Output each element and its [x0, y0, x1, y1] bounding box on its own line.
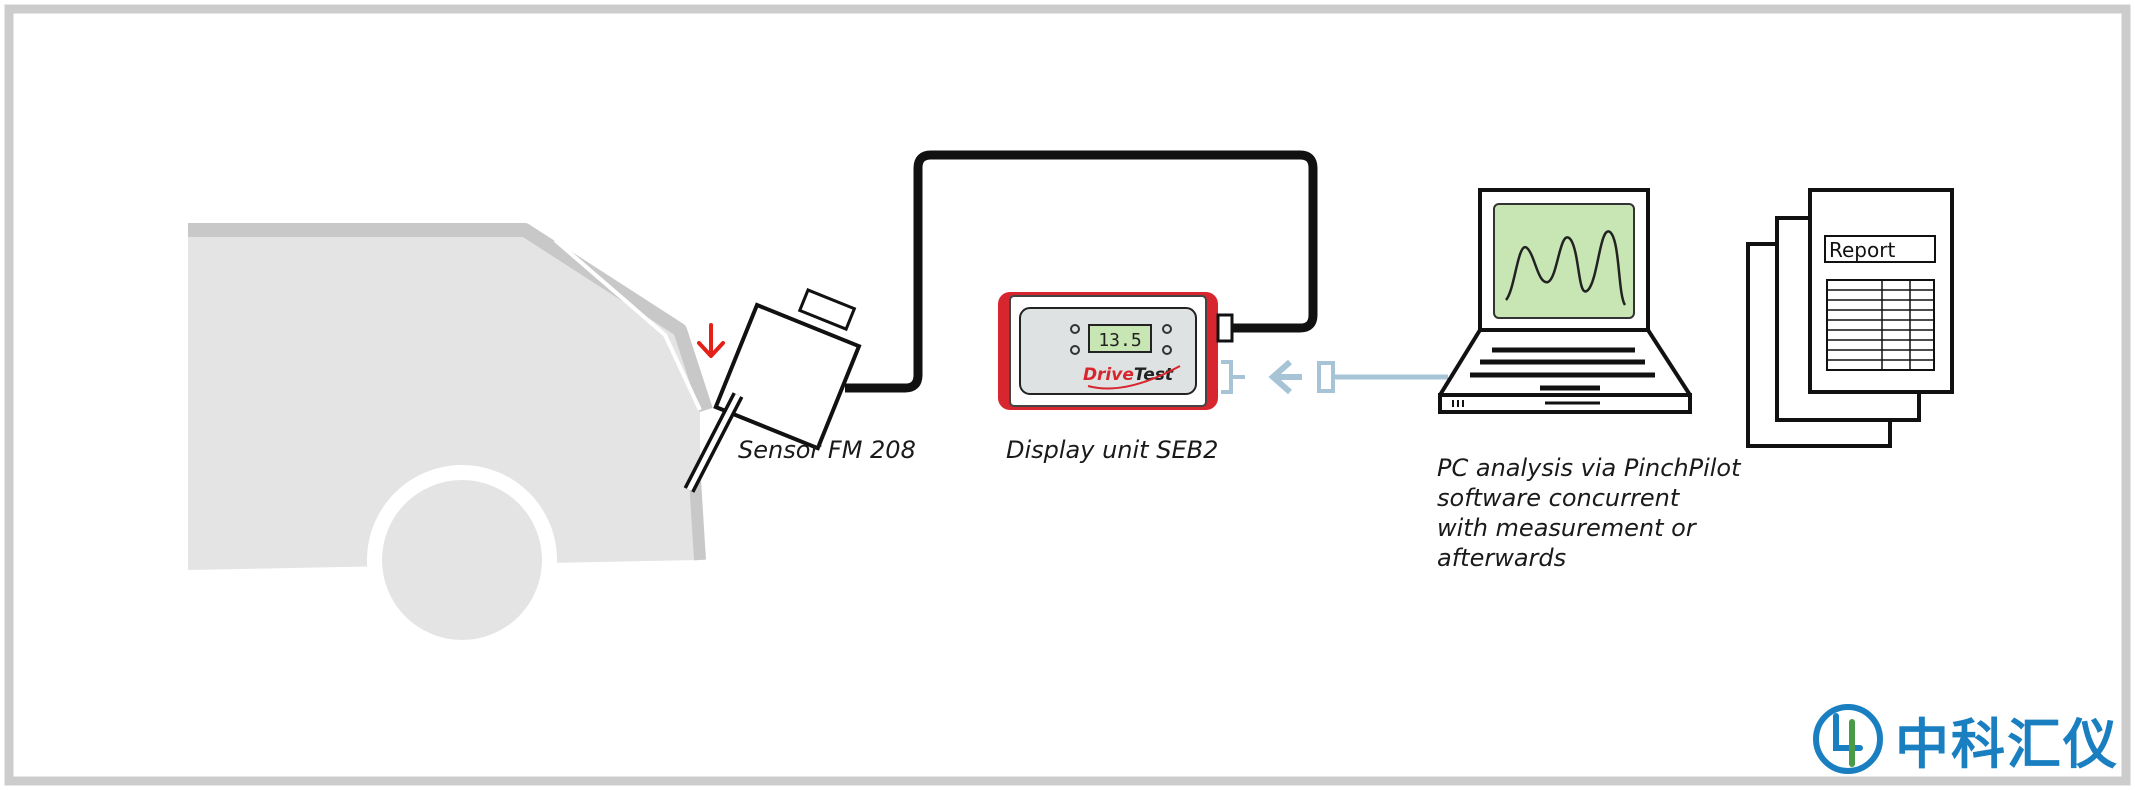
pc-analysis-line: PC analysis via PinchPilot [1437, 454, 1741, 482]
data-link [1221, 359, 1448, 395]
pc-analysis-line: afterwards [1437, 544, 1567, 572]
watermark-text: 中科汇仪 [1895, 713, 2119, 776]
sensor-fm208-icon [683, 288, 862, 493]
report-title: Report [1829, 238, 1895, 262]
report-table [1826, 279, 1935, 371]
report-document-icon: Report [1746, 188, 1954, 448]
laptop-icon [1438, 188, 1692, 414]
outer-frame [4, 4, 2131, 786]
pc-analysis-line: with measurement or [1437, 514, 1696, 542]
display-reading: 13.5 [1098, 330, 1141, 351]
display-unit-seb2: 13.5 DriveTest [998, 292, 1234, 410]
sensor-cable [845, 150, 1318, 393]
car-silhouette [188, 223, 713, 655]
pc-analysis-line: software concurrent [1437, 484, 1680, 512]
pressure-arrow-icon [697, 323, 725, 358]
analysis-curve [1504, 230, 1627, 306]
brand-logo-icon [1813, 704, 1883, 774]
display-unit-label: Display unit SEB2 [1006, 436, 1219, 464]
drivetest-logo: DriveTest [1083, 365, 1174, 385]
pc-analysis-label: PC analysis via PinchPilot software conc… [1437, 453, 1741, 573]
transfer-arrow-icon [1268, 359, 1292, 395]
drivetest-logo-drive: Drive [1083, 365, 1134, 385]
drivetest-logo-test: Test [1134, 365, 1174, 385]
sensor-label: Sensor FM 208 [738, 436, 916, 464]
